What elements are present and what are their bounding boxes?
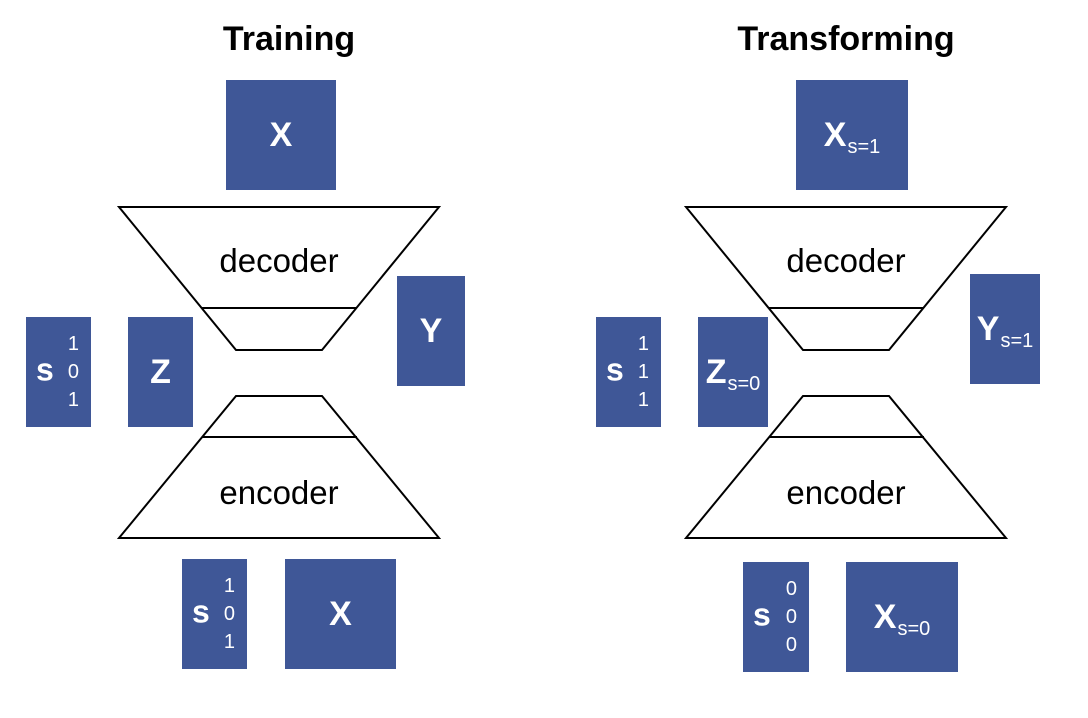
training-z-box: Z <box>128 317 193 427</box>
s-value: 0 <box>785 606 797 628</box>
x-main: X <box>873 597 897 636</box>
training-s-vector-left: s 1 0 1 <box>26 317 91 427</box>
y-main: Y <box>976 309 1000 348</box>
s-label: s <box>36 351 54 388</box>
transforming-encoder-label: encoder <box>786 474 906 511</box>
s-value: 1 <box>637 389 649 411</box>
training-x-output-box: X <box>226 80 336 190</box>
training-y-box: Y <box>397 276 465 386</box>
training-title: Training <box>222 20 356 58</box>
transforming-s-vector-left: s 1 1 1 <box>596 317 661 427</box>
s-value: 0 <box>785 634 797 656</box>
z-subscript: s=0 <box>727 372 761 395</box>
s-value: 1 <box>637 361 649 383</box>
s-value: 1 <box>67 333 79 355</box>
s-label: s <box>606 351 624 388</box>
s-value: 1 <box>223 575 235 597</box>
y-subscript: s=1 <box>1000 329 1034 352</box>
s-value: 1 <box>67 389 79 411</box>
training-encoder-label: encoder <box>219 474 339 511</box>
s-value: 1 <box>637 333 649 355</box>
s-value: 0 <box>785 578 797 600</box>
transforming-decoder-shape <box>683 206 1009 351</box>
s-value: 0 <box>223 603 235 625</box>
s-value: 1 <box>223 631 235 653</box>
s-label: s <box>192 593 210 630</box>
training-encoder-shape <box>116 395 442 539</box>
s-label: s <box>753 596 771 633</box>
s-value: 0 <box>67 361 79 383</box>
x-subscript: s=1 <box>847 135 881 158</box>
transforming-title: Transforming <box>737 20 955 58</box>
z-main: Z <box>705 352 727 391</box>
training-decoder-label: decoder <box>219 242 339 279</box>
x-main: X <box>823 115 847 154</box>
transforming-s-vector-bottom: s 0 0 0 <box>743 562 809 672</box>
training-s-vector-bottom: s 1 0 1 <box>182 559 247 669</box>
training-decoder-shape <box>116 206 442 351</box>
training-x-input-box: X <box>285 559 396 669</box>
transforming-encoder-shape <box>683 395 1009 539</box>
x-subscript: s=0 <box>897 617 931 640</box>
transforming-decoder-label: decoder <box>786 242 906 279</box>
